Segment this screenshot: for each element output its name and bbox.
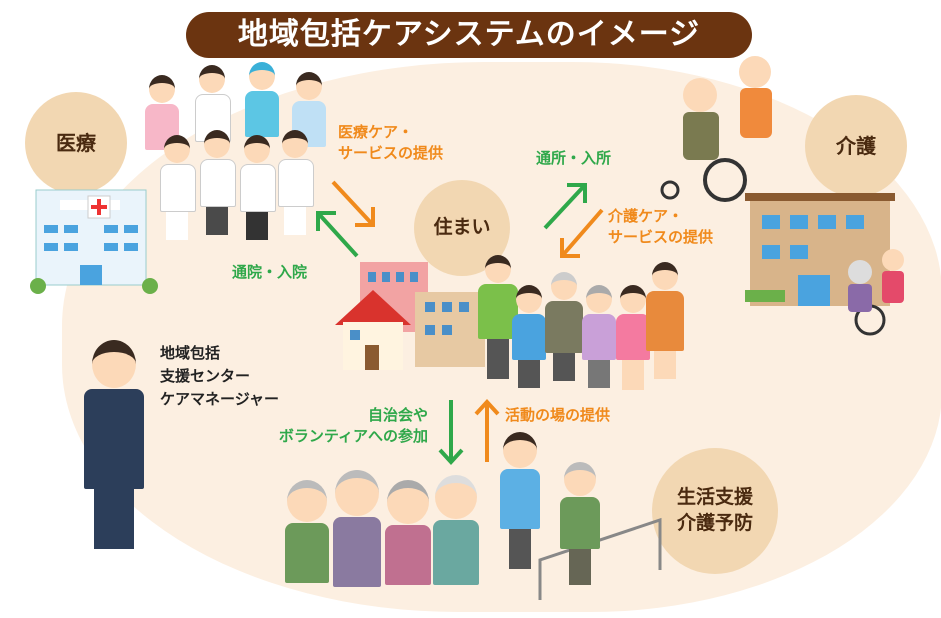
label-line: 医療ケア・	[338, 123, 414, 141]
care-facility-illustration	[745, 193, 895, 306]
arrow-home-to-hospital	[316, 211, 359, 258]
wheelchair-illustration	[660, 56, 772, 202]
label-line: 介護ケア・	[608, 207, 684, 225]
label-line: サービスの提供	[608, 228, 714, 246]
label-line: サービスの提供	[338, 144, 444, 162]
nursing-care-label: 介護ケア・ サービスの提供	[608, 206, 713, 248]
circle-support: 生活支援 介護予防	[652, 448, 778, 574]
arrow-home-to-community	[438, 400, 464, 465]
volunteer-label: 自治会や ボランティアへの参加	[250, 405, 428, 447]
label-line: 地域包括	[160, 344, 221, 362]
facility-visit-label: 通所・入所	[536, 149, 612, 167]
circle-care: 介護	[805, 95, 907, 197]
arrow-home-to-facility	[543, 183, 587, 230]
care-manager-illustration	[84, 340, 144, 549]
arrow-medical-to-home	[331, 180, 375, 227]
label-line: ケアマネージャー	[160, 390, 279, 408]
support-center-label: 地域包括 支援センター ケアマネージャー	[160, 342, 279, 411]
houses-illustration	[335, 262, 485, 370]
hospital-illustration	[30, 189, 158, 294]
label-line: ボランティアへの参加	[278, 427, 428, 445]
label-line: 支援センター	[160, 367, 251, 385]
wheelchair-small-illustration	[848, 249, 904, 336]
activity-label: 活動の場の提供	[505, 406, 611, 424]
handrail-illustration	[538, 517, 662, 600]
page-title: 地域包括ケアシステムのイメージ	[186, 12, 752, 58]
medical-care-label: 医療ケア・ サービスの提供	[338, 122, 443, 164]
hospital-visit-label: 通院・入院	[232, 263, 308, 281]
arrow-community-to-home	[474, 399, 500, 462]
arrow-care-to-home	[560, 208, 604, 258]
circle-medical: 医療	[25, 92, 127, 194]
support-label-2: 介護予防	[676, 512, 753, 534]
support-label-1: 生活支援	[676, 486, 753, 509]
label-line: 自治会や	[367, 406, 428, 424]
